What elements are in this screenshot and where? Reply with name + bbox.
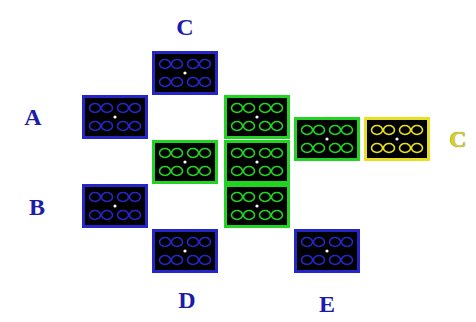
green-brick — [154, 142, 217, 183]
option-letter: D — [178, 288, 195, 312]
option-letter: A — [24, 105, 41, 129]
blue-brick — [84, 97, 147, 138]
option-letter: C — [176, 15, 193, 39]
blue-brick — [154, 53, 217, 94]
green-brick — [226, 142, 289, 183]
option-letter: B — [29, 195, 45, 219]
option-letter: C — [449, 127, 466, 151]
yellow-brick — [366, 119, 429, 160]
blue-brick — [154, 231, 217, 272]
green-brick — [226, 186, 289, 227]
green-brick — [226, 97, 289, 138]
blue-brick — [296, 231, 359, 272]
green-brick — [296, 119, 359, 160]
blue-brick — [84, 186, 147, 227]
option-letter: E — [319, 292, 335, 316]
